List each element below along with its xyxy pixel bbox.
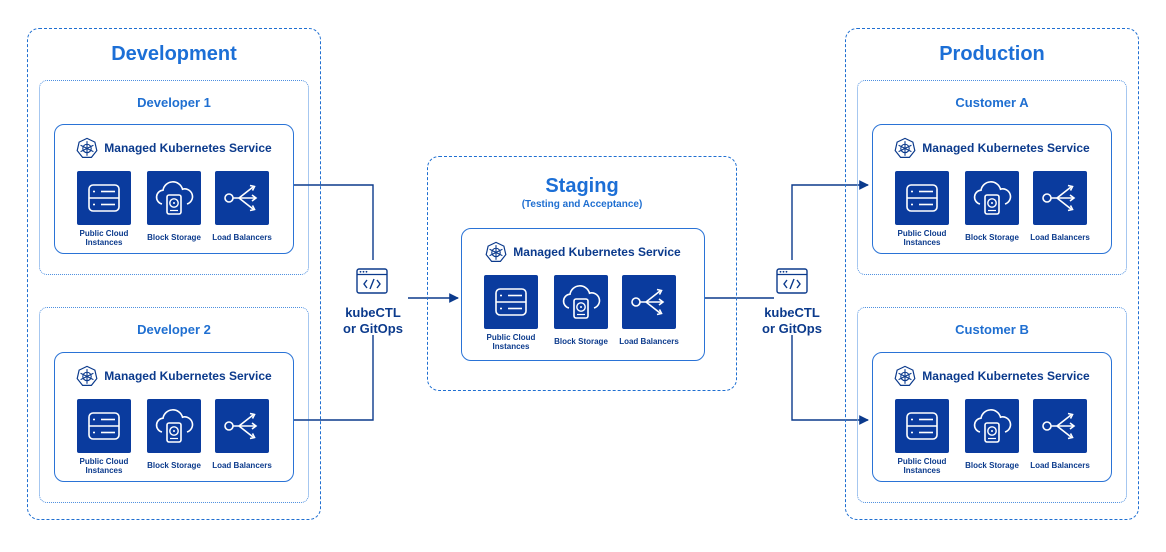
right-tool-label: kubeCTL or GitOps bbox=[762, 305, 822, 336]
developer-1-title: Developer 1 bbox=[137, 95, 211, 110]
load-balancer-icon bbox=[1042, 412, 1076, 440]
service-title: Managed Kubernetes Service bbox=[922, 141, 1090, 155]
load-balancer-label: Load Balancers bbox=[212, 233, 272, 242]
kubernetes-service-card: Managed Kubernetes Service Public Cloud … bbox=[872, 352, 1112, 482]
load-balancer-icon bbox=[224, 412, 258, 440]
service-title: Managed Kubernetes Service bbox=[922, 369, 1090, 383]
storage-tile bbox=[965, 171, 1019, 225]
service-header: Managed Kubernetes Service bbox=[55, 365, 293, 387]
storage-label: Block Storage bbox=[554, 337, 608, 346]
service-title: Managed Kubernetes Service bbox=[104, 141, 272, 155]
staging-title: Staging bbox=[545, 175, 619, 197]
compute-label: Public Cloud Instances bbox=[79, 229, 129, 247]
left-tool-label: kubeCTL or GitOps bbox=[343, 305, 403, 336]
load-balancer-tile bbox=[1033, 171, 1087, 225]
service-title: Managed Kubernetes Service bbox=[104, 369, 272, 383]
storage-label: Block Storage bbox=[965, 461, 1019, 470]
code-window-icon bbox=[356, 268, 388, 294]
compute-tile bbox=[77, 399, 131, 453]
staging-subtitle: (Testing and Acceptance) bbox=[521, 199, 643, 210]
customer-b-panel: Customer B bbox=[857, 307, 1127, 503]
storage-label: Block Storage bbox=[147, 233, 201, 242]
compute-tile bbox=[895, 399, 949, 453]
storage-tile bbox=[147, 399, 201, 453]
cloud-disk-icon bbox=[562, 285, 601, 319]
customer-b-title: Customer B bbox=[955, 322, 1029, 337]
compute-tile bbox=[77, 171, 131, 225]
development-title: Development bbox=[111, 43, 237, 65]
customer-a-title: Customer A bbox=[955, 95, 1029, 110]
cloud-disk-icon bbox=[973, 181, 1012, 215]
load-balancer-label: Load Balancers bbox=[212, 461, 272, 470]
storage-tile bbox=[554, 275, 608, 329]
customer-a-panel: Customer A bbox=[857, 80, 1127, 275]
load-balancer-icon bbox=[1042, 184, 1076, 212]
compute-label: Public Cloud Instances bbox=[486, 333, 536, 351]
server-icon bbox=[906, 184, 938, 212]
compute-label: Public Cloud Instances bbox=[79, 457, 129, 475]
compute-label: Public Cloud Instances bbox=[897, 229, 947, 247]
service-header: Managed Kubernetes Service bbox=[873, 137, 1111, 159]
staging-to-prod-connector bbox=[705, 180, 869, 425]
storage-tile bbox=[965, 399, 1019, 453]
load-balancer-tile bbox=[215, 171, 269, 225]
staging-environment: Staging (Testing and Acceptance) bbox=[427, 156, 737, 391]
kubernetes-service-card: Managed Kubernetes Service Public Cloud … bbox=[872, 124, 1112, 254]
kubernetes-service-card: Managed Kubernetes Service Public Cloud … bbox=[54, 352, 294, 482]
developer-2-panel: Developer 2 bbox=[39, 307, 309, 503]
compute-tile bbox=[484, 275, 538, 329]
development-environment: Development bbox=[27, 28, 321, 520]
kubernetes-icon bbox=[76, 365, 98, 386]
cloud-disk-icon bbox=[155, 181, 194, 215]
kubernetes-icon bbox=[76, 137, 98, 158]
service-header: Managed Kubernetes Service bbox=[873, 365, 1111, 387]
storage-label: Block Storage bbox=[965, 233, 1019, 242]
load-balancer-label: Load Balancers bbox=[1030, 233, 1090, 242]
code-window-icon bbox=[776, 268, 808, 294]
kubernetes-icon bbox=[894, 137, 916, 158]
server-icon bbox=[495, 288, 527, 316]
service-header: Managed Kubernetes Service bbox=[462, 241, 704, 263]
load-balancer-label: Load Balancers bbox=[1030, 461, 1090, 470]
cloud-disk-icon bbox=[155, 409, 194, 443]
server-icon bbox=[906, 412, 938, 440]
production-title: Production bbox=[939, 43, 1045, 65]
developer-2-title: Developer 2 bbox=[137, 322, 211, 337]
kubernetes-icon bbox=[894, 365, 916, 386]
cloud-disk-icon bbox=[973, 409, 1012, 443]
load-balancer-tile bbox=[215, 399, 269, 453]
compute-tile bbox=[895, 171, 949, 225]
service-header: Managed Kubernetes Service bbox=[55, 137, 293, 159]
load-balancer-tile bbox=[1033, 399, 1087, 453]
production-environment: Production bbox=[845, 28, 1139, 520]
load-balancer-icon bbox=[631, 288, 665, 316]
server-icon bbox=[88, 412, 120, 440]
compute-label: Public Cloud Instances bbox=[897, 457, 947, 475]
load-balancer-tile bbox=[622, 275, 676, 329]
service-title: Managed Kubernetes Service bbox=[513, 245, 681, 259]
load-balancer-label: Load Balancers bbox=[619, 337, 679, 346]
load-balancer-icon bbox=[224, 184, 258, 212]
kubernetes-icon bbox=[485, 241, 507, 262]
storage-label: Block Storage bbox=[147, 461, 201, 470]
storage-tile bbox=[147, 171, 201, 225]
kubernetes-service-card: Managed Kubernetes Service Public Cloud … bbox=[54, 124, 294, 254]
developer-1-panel: Developer 1 bbox=[39, 80, 309, 275]
server-icon bbox=[88, 184, 120, 212]
kubernetes-service-card: Managed Kubernetes Service Public Cloud … bbox=[461, 228, 705, 361]
